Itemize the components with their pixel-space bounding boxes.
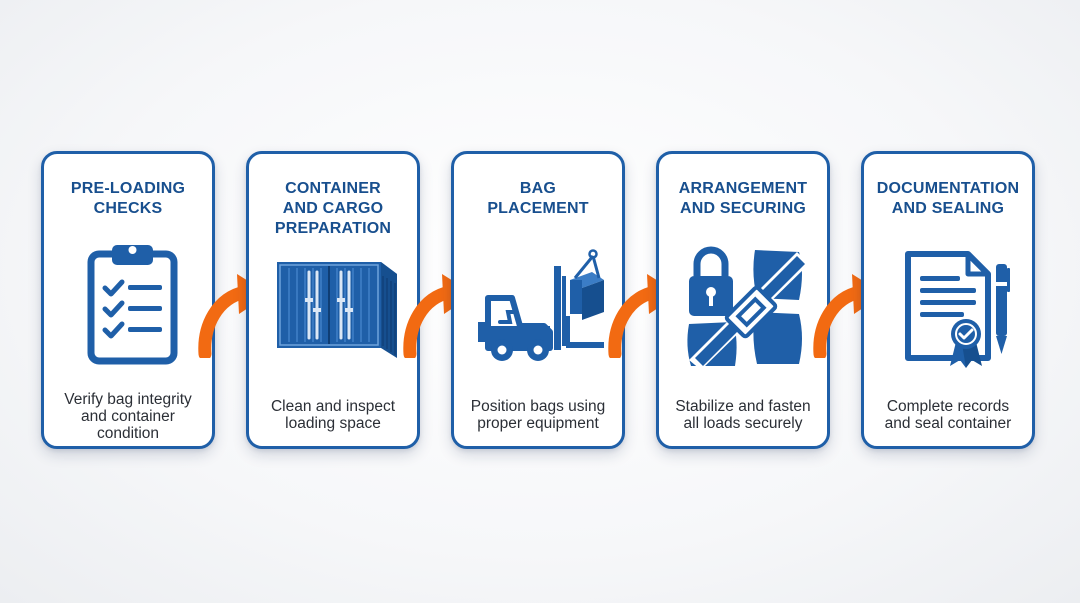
step-card-container-preparation: CONTAINER AND CARGO PREPARATION xyxy=(246,151,420,449)
step-description-line: all loads securely xyxy=(683,415,803,432)
step-description-line: loading space xyxy=(285,415,381,432)
step-card-bag-placement: BAG PLACEMENT xyxy=(451,151,625,449)
step-title: ARRANGEMENT AND SECURING xyxy=(665,179,821,219)
step-title-line: BAG xyxy=(519,180,557,197)
step-description-line: Complete records xyxy=(886,398,1010,415)
step-description: Stabilize and fasten all loads securely xyxy=(667,398,819,432)
padlock-strap-icon xyxy=(687,246,809,368)
step-title-line: CONTAINER xyxy=(285,180,381,197)
step-description-line: condition xyxy=(96,425,160,442)
step-description-line: proper equipment xyxy=(477,415,599,432)
shipping-container-icon xyxy=(277,262,397,358)
forklift-icon xyxy=(478,249,604,361)
step-description: Complete records and seal container xyxy=(872,398,1024,432)
clipboard-checklist-icon xyxy=(87,245,178,365)
step-description: Verify bag integrity and container condi… xyxy=(52,391,204,442)
step-title: PRE-LOADING CHECKS xyxy=(50,179,206,219)
step-title-line: AND SEALING xyxy=(891,200,1005,217)
step-card-documentation-sealing: DOCUMENTATION AND SEALING xyxy=(861,151,1035,449)
step-title-line: PRE-LOADING xyxy=(70,180,186,197)
step-description-line: and container xyxy=(81,408,175,425)
step-title-line: AND CARGO xyxy=(282,200,384,217)
step-title: DOCUMENTATION AND SEALING xyxy=(870,179,1026,219)
step-description: Position bags using proper equipment xyxy=(462,398,614,432)
step-description-line: Verify bag integrity xyxy=(64,391,192,408)
step-title-line: CHECKS xyxy=(93,200,163,217)
step-description-line: Clean and inspect xyxy=(270,398,396,415)
step-title: CONTAINER AND CARGO PREPARATION xyxy=(255,179,411,239)
step-title-line: ARRANGEMENT xyxy=(678,180,808,197)
step-description-line: and seal container xyxy=(884,415,1012,432)
step-description-line: Stabilize and fasten xyxy=(675,398,811,415)
step-title-line: AND SECURING xyxy=(680,200,806,217)
step-description: Clean and inspect loading space xyxy=(257,398,409,432)
step-title-line: PREPARATION xyxy=(274,220,392,237)
step-description-line: Position bags using xyxy=(470,398,606,415)
step-card-arrangement-securing: ARRANGEMENT AND SECURING Stabilize a xyxy=(656,151,830,449)
step-title-line: PLACEMENT xyxy=(487,200,589,217)
certificate-pen-icon xyxy=(905,251,1010,368)
step-title: BAG PLACEMENT xyxy=(460,179,616,219)
step-card-pre-loading-checks: PRE-LOADING CHECKS Verify bag integrity … xyxy=(41,151,215,449)
step-title-line: DOCUMENTATION xyxy=(876,180,1020,197)
